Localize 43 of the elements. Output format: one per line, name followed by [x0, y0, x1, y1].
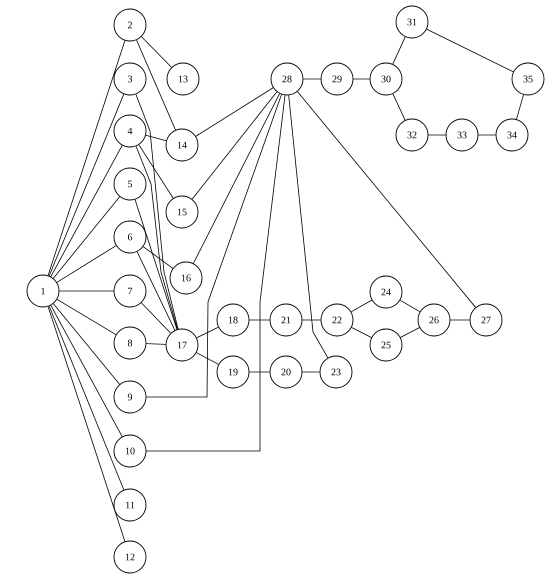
connector-line [146, 94, 282, 398]
connector-line [426, 28, 514, 72]
connector-line [478, 134, 496, 136]
connector-line [142, 246, 174, 269]
connector-line [192, 92, 278, 200]
connector-line [138, 144, 174, 199]
connector-line [145, 134, 167, 142]
connector-line [56, 245, 116, 283]
connector-line [196, 352, 219, 365]
connector-line [48, 306, 124, 490]
connector-line [59, 290, 114, 292]
connector-line [141, 302, 171, 334]
connector-line [136, 40, 176, 130]
connector-line [353, 78, 370, 80]
connector-line [193, 93, 280, 264]
connector-line [52, 196, 120, 279]
connector-line [392, 94, 406, 120]
connector-line [141, 36, 172, 68]
connector-line [428, 134, 446, 136]
connector-line [350, 300, 372, 312]
connector-line [48, 40, 126, 276]
connector-line [303, 78, 321, 80]
connector-line [392, 36, 406, 64]
connector-line [50, 145, 123, 277]
connector-line [53, 303, 120, 385]
connector-line [146, 343, 166, 345]
connector-line [196, 326, 219, 338]
connector-line [297, 91, 476, 308]
connector-line [400, 300, 420, 312]
connector-line [50, 305, 123, 437]
connector-line [136, 146, 178, 330]
connector-line [48, 94, 124, 276]
connector-line [288, 94, 328, 358]
connector-line [134, 199, 178, 330]
connector-line [56, 299, 116, 335]
connector-line [516, 94, 524, 120]
connector-line [351, 327, 372, 338]
connector-line [48, 306, 126, 542]
connector-line [400, 327, 420, 338]
connector-line [146, 94, 286, 452]
connector-line [136, 251, 176, 331]
connector-line [136, 94, 178, 330]
connector-line [196, 87, 274, 137]
